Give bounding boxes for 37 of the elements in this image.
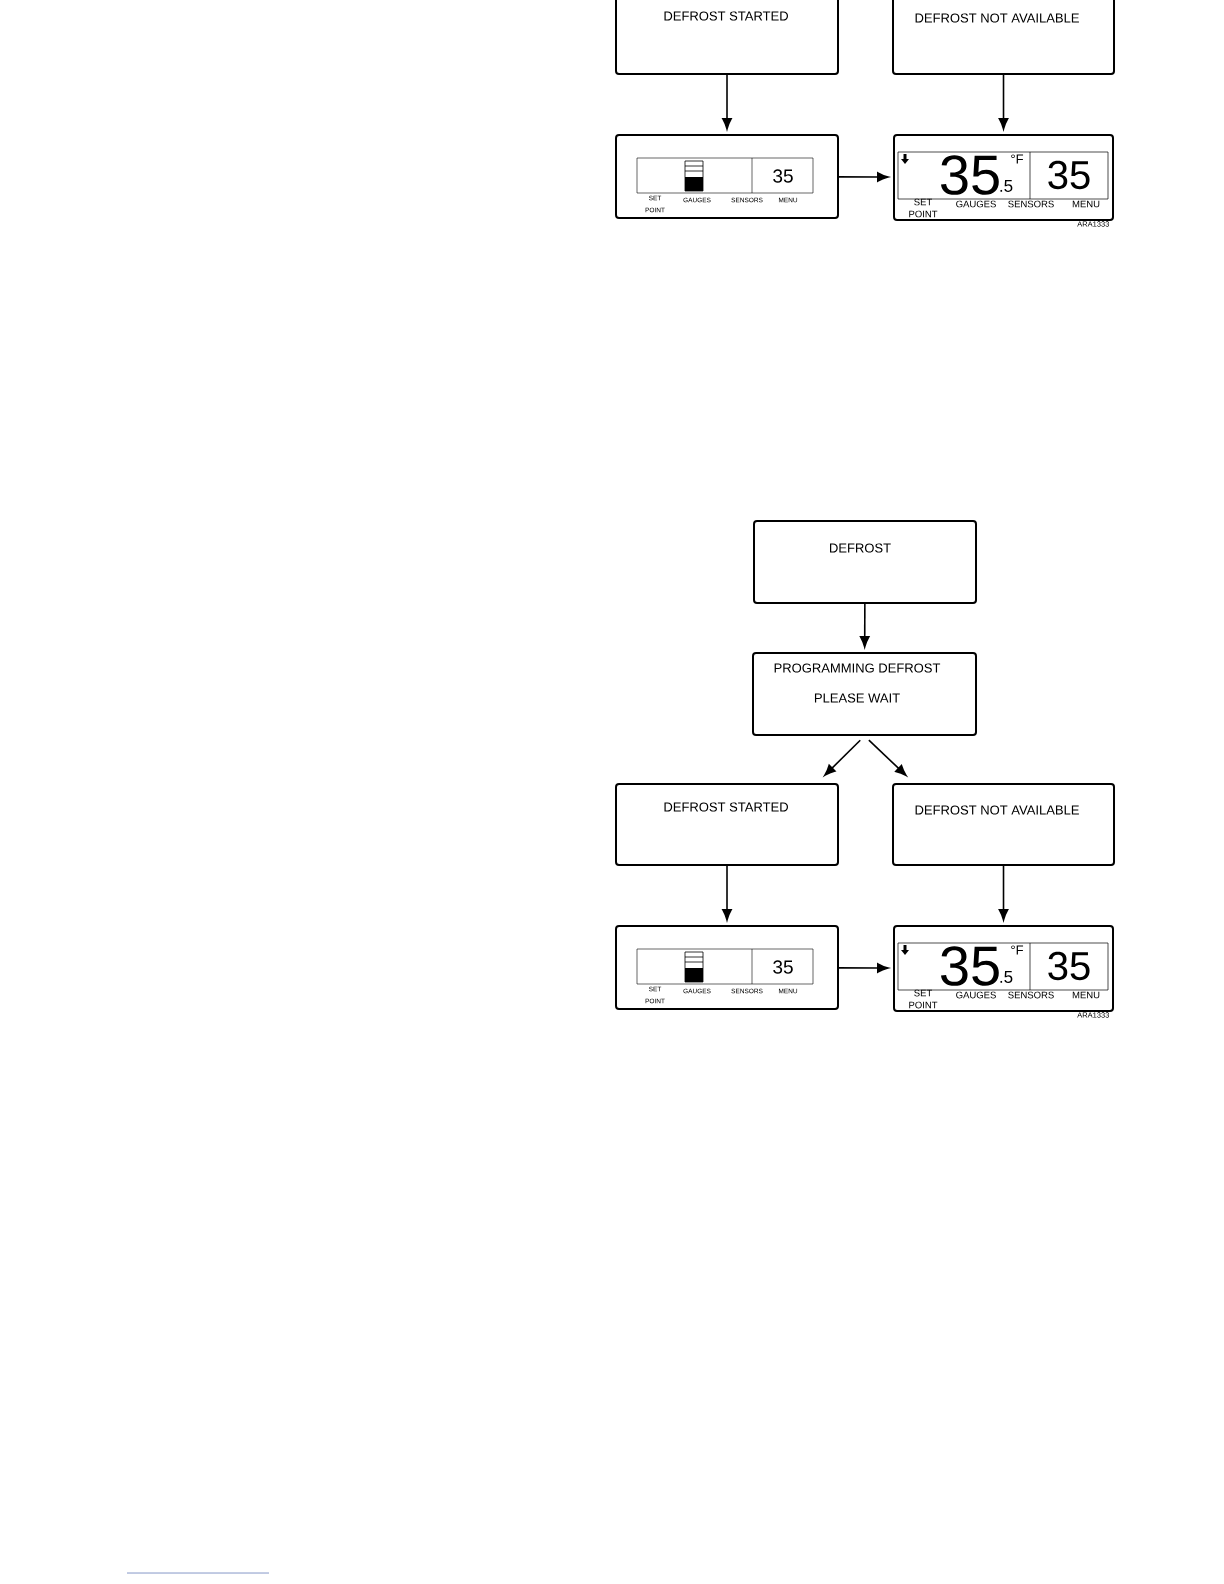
message-box: DEFROST NOT AVAILABLE [892,783,1115,866]
decimal-reading: .5 [1000,971,1013,983]
decimal-reading: .5 [1000,180,1013,192]
soft-key-label: GAUGES [956,991,996,999]
soft-key-label: SENSORS [1008,200,1054,208]
setpoint-reading: 35 [1048,951,1090,981]
arrow [838,172,889,182]
unit-label: °F [1011,154,1024,164]
soft-key-label: SENSORS [1008,991,1054,999]
message-box: DEFROST STARTED [615,783,839,866]
display-panel [893,134,1114,221]
arrow [998,865,1009,921]
message-box: PROGRAMMING DEFROST PLEASE WAIT [752,652,977,736]
arrow [998,74,1009,130]
setpoint-reading: 35 [773,169,793,183]
display-panel [893,925,1114,1012]
message-box: DEFROST STARTED [615,0,839,75]
soft-key-label: SET POINT [909,989,938,1009]
message-box: DEFROST NOT AVAILABLE [892,0,1115,75]
unit-label: °F [1011,945,1024,955]
arrow [824,739,862,776]
arrow [859,603,870,648]
temperature-reading: 35 [941,946,999,986]
display-panel [615,925,839,1010]
soft-key-label: SET POINT [909,198,938,218]
soft-key-label: GAUGES [956,200,996,208]
arrow [722,74,732,130]
arrow [838,963,889,973]
message-box: DEFROST [753,520,977,604]
arrow [722,865,732,921]
soft-key-label: MENU [1072,200,1100,208]
setpoint-reading: 35 [1048,160,1090,190]
setpoint-reading: 35 [773,960,793,974]
temperature-reading: 35 [941,155,999,195]
display-panel [615,134,839,219]
arrow [868,739,907,777]
soft-key-label: MENU [1072,991,1100,999]
